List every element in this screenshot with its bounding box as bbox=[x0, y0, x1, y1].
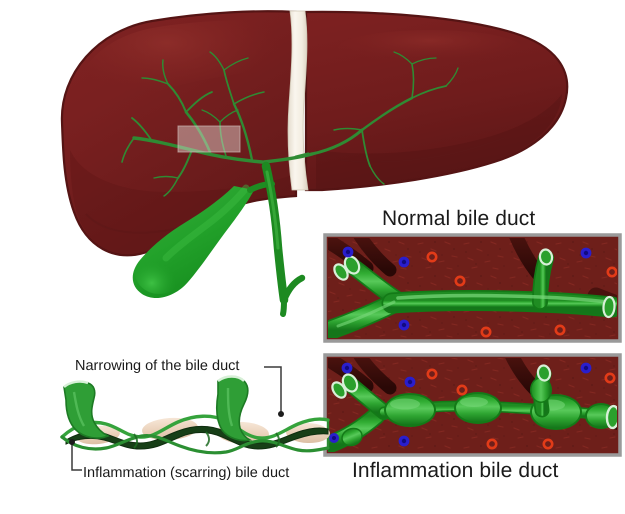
duct-terminal bbox=[280, 297, 287, 317]
duct-rim-bottom bbox=[60, 434, 330, 455]
leader-scarring bbox=[71, 442, 82, 471]
duct-highlight-box bbox=[177, 125, 241, 153]
inflammation-erythrocytes bbox=[426, 368, 616, 450]
leader-narrowing bbox=[264, 366, 282, 413]
normal-bile-duct-vessel bbox=[328, 250, 617, 338]
inflammation-lymphocytes bbox=[329, 362, 592, 447]
liver-left-highlight bbox=[74, 19, 280, 113]
scarring-annotation-label: Inflammation (scarring) bile duct bbox=[83, 465, 290, 481]
liver-right-highlight bbox=[338, 30, 522, 66]
normal-duct-cut-ends bbox=[333, 248, 616, 319]
liver-anatomy bbox=[60, 10, 569, 317]
gallbladder-fundus-highlight bbox=[135, 250, 183, 294]
intrahepatic-bile-duct-tree bbox=[121, 51, 459, 197]
falciform-ligament bbox=[287, 10, 309, 191]
normal-bile-duct-panel bbox=[323, 233, 622, 343]
liver-right-shadow bbox=[316, 94, 562, 189]
duct-lumen bbox=[65, 426, 329, 450]
liver-left-shadow bbox=[70, 150, 290, 255]
duct-branch-right-highlight bbox=[226, 387, 234, 427]
gallbladder-highlight bbox=[162, 184, 250, 262]
inflammation-duct-cut-ends bbox=[331, 364, 617, 430]
duct-rim-top bbox=[60, 414, 330, 440]
inflammation-bile-duct-title: Inflammation bile duct bbox=[352, 459, 559, 482]
annotation-leader-lines bbox=[69, 366, 284, 471]
duct-branch-right bbox=[216, 375, 253, 442]
inflammation-bile-duct-panel bbox=[323, 353, 622, 457]
duct-branch-left-highlight bbox=[72, 391, 86, 427]
scarred-bile-duct-detail bbox=[60, 375, 330, 455]
duct-strictures bbox=[133, 431, 280, 449]
normal-bile-duct-title: Normal bile duct bbox=[382, 207, 536, 230]
normal-erythrocytes bbox=[426, 251, 617, 338]
common-bile-duct-highlight bbox=[265, 170, 280, 250]
inflammation-bile-duct-vessel bbox=[328, 366, 617, 452]
duct-branch-left-cut-edge bbox=[63, 380, 89, 388]
duct-branch-right-cut-edge bbox=[217, 375, 245, 383]
duct-beads bbox=[384, 392, 582, 430]
liver-right-crease bbox=[339, 137, 505, 163]
normal-lymphocytes bbox=[342, 246, 592, 331]
liver-left-crease bbox=[85, 213, 187, 234]
leader-narrowing-dot bbox=[278, 411, 284, 417]
narrowing-annotation-label: Narrowing of the bile duct bbox=[75, 358, 240, 374]
leader-scarring-dot bbox=[69, 439, 75, 445]
